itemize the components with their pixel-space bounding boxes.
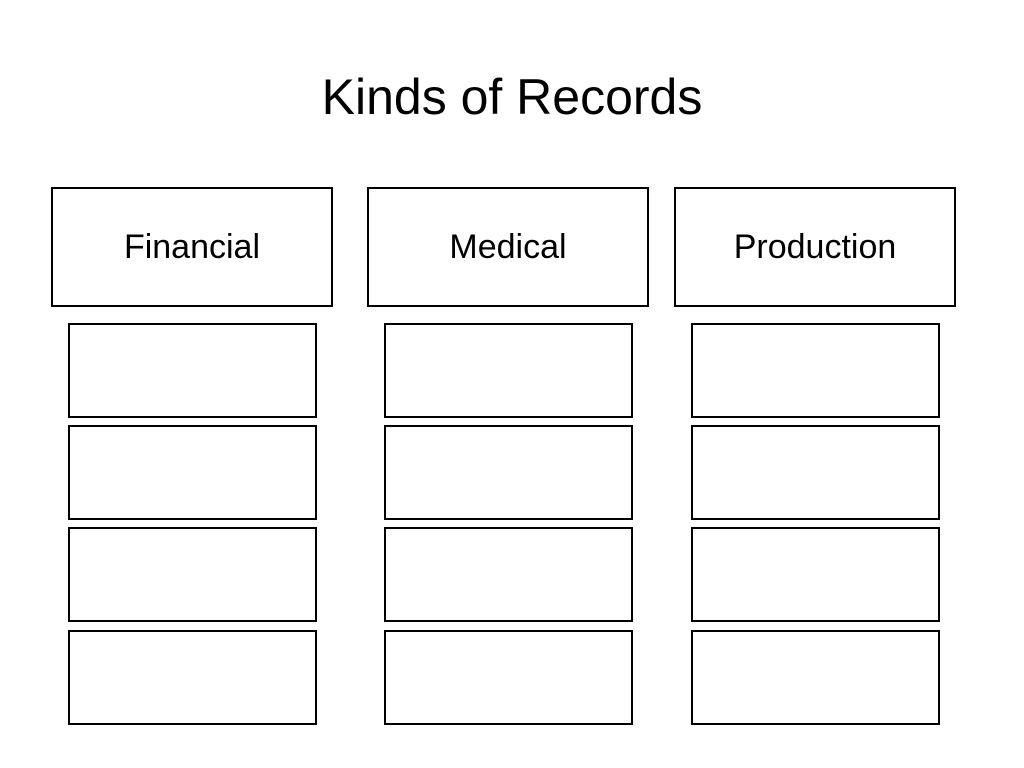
item-box bbox=[691, 630, 940, 725]
category-header-medical: Medical bbox=[367, 187, 649, 307]
item-box bbox=[68, 323, 317, 418]
category-header-financial: Financial bbox=[51, 187, 333, 307]
item-box bbox=[384, 630, 633, 725]
slide-title: Kinds of Records bbox=[321, 69, 703, 125]
item-box bbox=[691, 425, 940, 520]
item-box bbox=[68, 527, 317, 622]
item-box bbox=[691, 527, 940, 622]
item-box bbox=[691, 323, 940, 418]
item-box bbox=[384, 323, 633, 418]
item-box bbox=[384, 425, 633, 520]
item-box bbox=[384, 527, 633, 622]
item-box bbox=[68, 425, 317, 520]
item-box bbox=[68, 630, 317, 725]
category-header-production: Production bbox=[674, 187, 956, 307]
